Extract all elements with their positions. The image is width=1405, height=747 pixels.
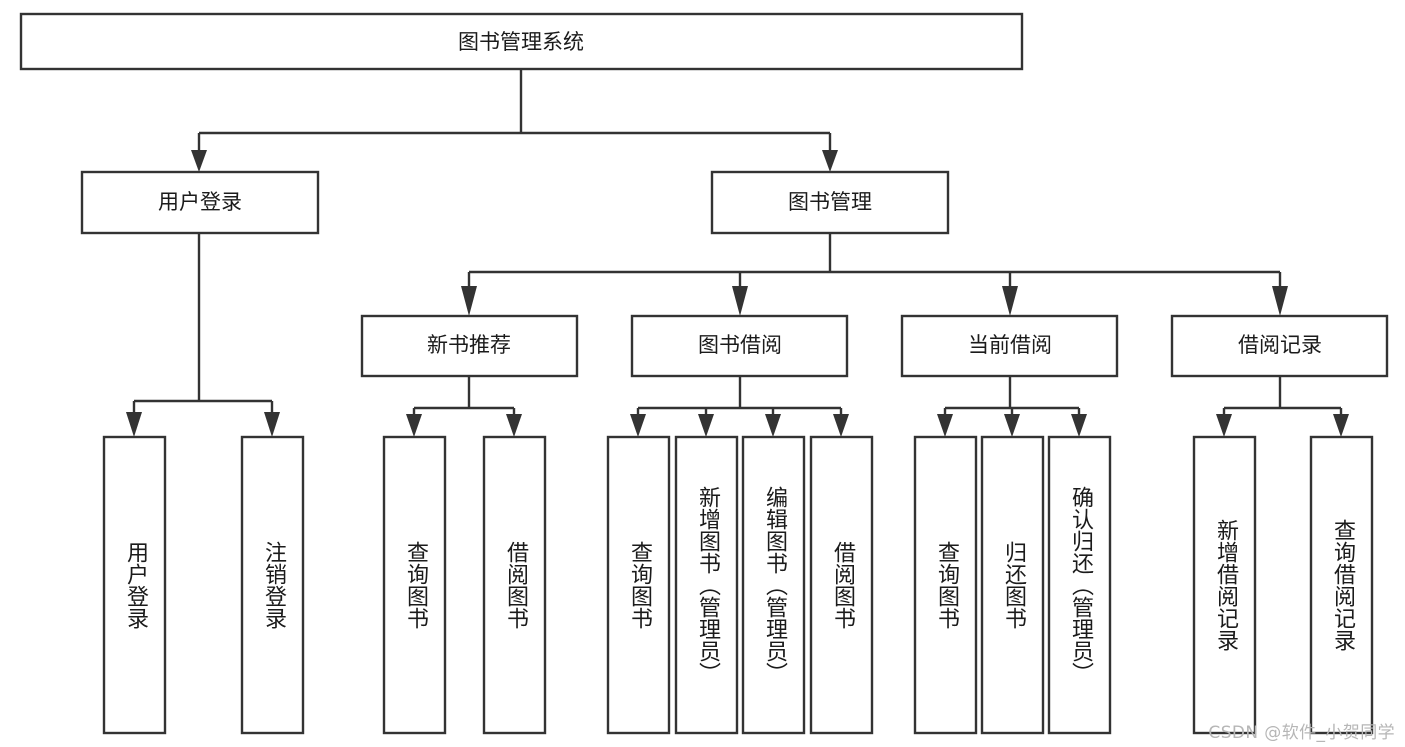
arrow-new-book-leaf-1 [406, 414, 422, 437]
node-borrow-record[interactable]: 借阅记录 [1170, 314, 1389, 378]
arrow-user-login-leaf-1 [126, 412, 142, 437]
node-root-label: 图书管理系统 [458, 30, 584, 54]
leaf-current-confirm-return-label: 确认归还（管理员） [1068, 486, 1094, 684]
leaf-user-logout-box[interactable] [240, 435, 305, 735]
arrow-borrow-record-leaf-1 [1216, 414, 1232, 437]
node-borrow-record-label: 借阅记录 [1238, 333, 1322, 357]
leaf-current-return-box[interactable] [980, 435, 1045, 735]
arrow-borrow-record-leaf-2 [1333, 414, 1349, 437]
leaf-node[interactable]: 归还图书 [980, 435, 1045, 735]
leaf-node[interactable]: 确认归还（管理员） [1047, 435, 1112, 735]
leaf-new-book-borrow-label: 借阅图书 [503, 541, 529, 629]
leaf-node[interactable]: 查询借阅记录 [1309, 435, 1374, 735]
leaf-node[interactable]: 查询图书 [382, 435, 447, 735]
node-root[interactable]: 图书管理系统 [19, 12, 1024, 71]
leaf-record-query-label: 查询借阅记录 [1330, 519, 1356, 651]
leaf-borrow-query-box[interactable] [606, 435, 671, 735]
leaf-user-logout-label: 注销登录 [261, 541, 287, 629]
leaf-node[interactable]: 用户登录 [102, 435, 167, 735]
arrow-current-borrow-leaf-2 [1004, 414, 1020, 437]
node-new-book-recommend-label: 新书推荐 [427, 333, 511, 357]
leaf-node[interactable]: 注销登录 [240, 435, 305, 735]
leaf-record-add-box[interactable] [1192, 435, 1257, 735]
node-current-borrow[interactable]: 当前借阅 [900, 314, 1119, 378]
node-borrow-record-box[interactable] [1170, 314, 1389, 378]
leaf-borrow-borrow-book-label: 借阅图书 [830, 541, 856, 629]
leaf-node[interactable]: 新增图书（管理员） [674, 435, 739, 735]
leaf-borrow-borrow-book-box[interactable] [809, 435, 874, 735]
leaf-user-login-label: 用户登录 [123, 541, 149, 629]
arrow-book-borrow-leaf-4 [833, 414, 849, 437]
leaf-node[interactable]: 借阅图书 [809, 435, 874, 735]
node-book-manage-label: 图书管理 [788, 190, 872, 214]
leaf-borrow-query-label: 查询图书 [627, 541, 653, 629]
leaf-node[interactable]: 查询图书 [913, 435, 978, 735]
leaf-borrow-edit-book-box[interactable] [741, 435, 806, 735]
leaf-new-book-borrow-box[interactable] [482, 435, 547, 735]
node-user-login[interactable]: 用户登录 [80, 170, 320, 235]
connectors-layer [126, 69, 1349, 437]
leaf-current-return-label: 归还图书 [1001, 541, 1027, 629]
arrow-user-login-leaf-2 [264, 412, 280, 437]
node-book-manage[interactable]: 图书管理 [710, 170, 950, 235]
leaf-user-login-box[interactable] [102, 435, 167, 735]
leaf-current-query-box[interactable] [913, 435, 978, 735]
leaf-record-add-label: 新增借阅记录 [1213, 519, 1239, 651]
arrow-root-to-user-login [191, 150, 207, 172]
arrow-book-borrow-leaf-2 [698, 414, 714, 437]
leaf-current-confirm-return-box[interactable] [1047, 435, 1112, 735]
node-book-borrow-box[interactable] [630, 314, 849, 378]
node-new-book-recommend[interactable]: 新书推荐 [360, 314, 579, 378]
leaf-borrow-add-book-label: 新增图书（管理员） [695, 486, 721, 684]
leaf-new-book-query-box[interactable] [382, 435, 447, 735]
leaf-new-book-query-label: 查询图书 [403, 541, 429, 629]
leaf-node[interactable]: 借阅图书 [482, 435, 547, 735]
node-book-borrow-label: 图书借阅 [698, 333, 782, 357]
arrow-book-borrow-leaf-3 [765, 414, 781, 437]
arrow-current-borrow-leaf-1 [937, 414, 953, 437]
leaf-borrow-add-book-box[interactable] [674, 435, 739, 735]
node-user-login-label: 用户登录 [158, 190, 242, 214]
node-current-borrow-label: 当前借阅 [968, 333, 1052, 357]
node-new-book-recommend-box[interactable] [360, 314, 579, 378]
arrow-root-to-book-manage [822, 150, 838, 172]
leaf-node[interactable]: 新增借阅记录 [1192, 435, 1257, 735]
node-user-login-box[interactable] [80, 170, 320, 235]
node-book-manage-box[interactable] [710, 170, 950, 235]
arrow-book-borrow-leaf-1 [630, 414, 646, 437]
leaf-borrow-edit-book-label: 编辑图书（管理员） [762, 486, 788, 684]
leaf-node[interactable]: 编辑图书（管理员） [741, 435, 806, 735]
node-current-borrow-box[interactable] [900, 314, 1119, 378]
arrow-to-current-borrow [1002, 286, 1018, 316]
leaf-current-query-label: 查询图书 [934, 541, 960, 629]
arrow-current-borrow-leaf-3 [1071, 414, 1087, 437]
arrow-to-borrow-record [1272, 286, 1288, 316]
node-root-box[interactable] [19, 12, 1024, 71]
leaf-node[interactable]: 查询图书 [606, 435, 671, 735]
arrow-new-book-leaf-2 [506, 414, 522, 437]
arrow-to-book-borrow [732, 286, 748, 316]
leaf-record-query-box[interactable] [1309, 435, 1374, 735]
node-book-borrow[interactable]: 图书借阅 [630, 314, 849, 378]
arrow-to-new-book-recommend [461, 286, 477, 316]
